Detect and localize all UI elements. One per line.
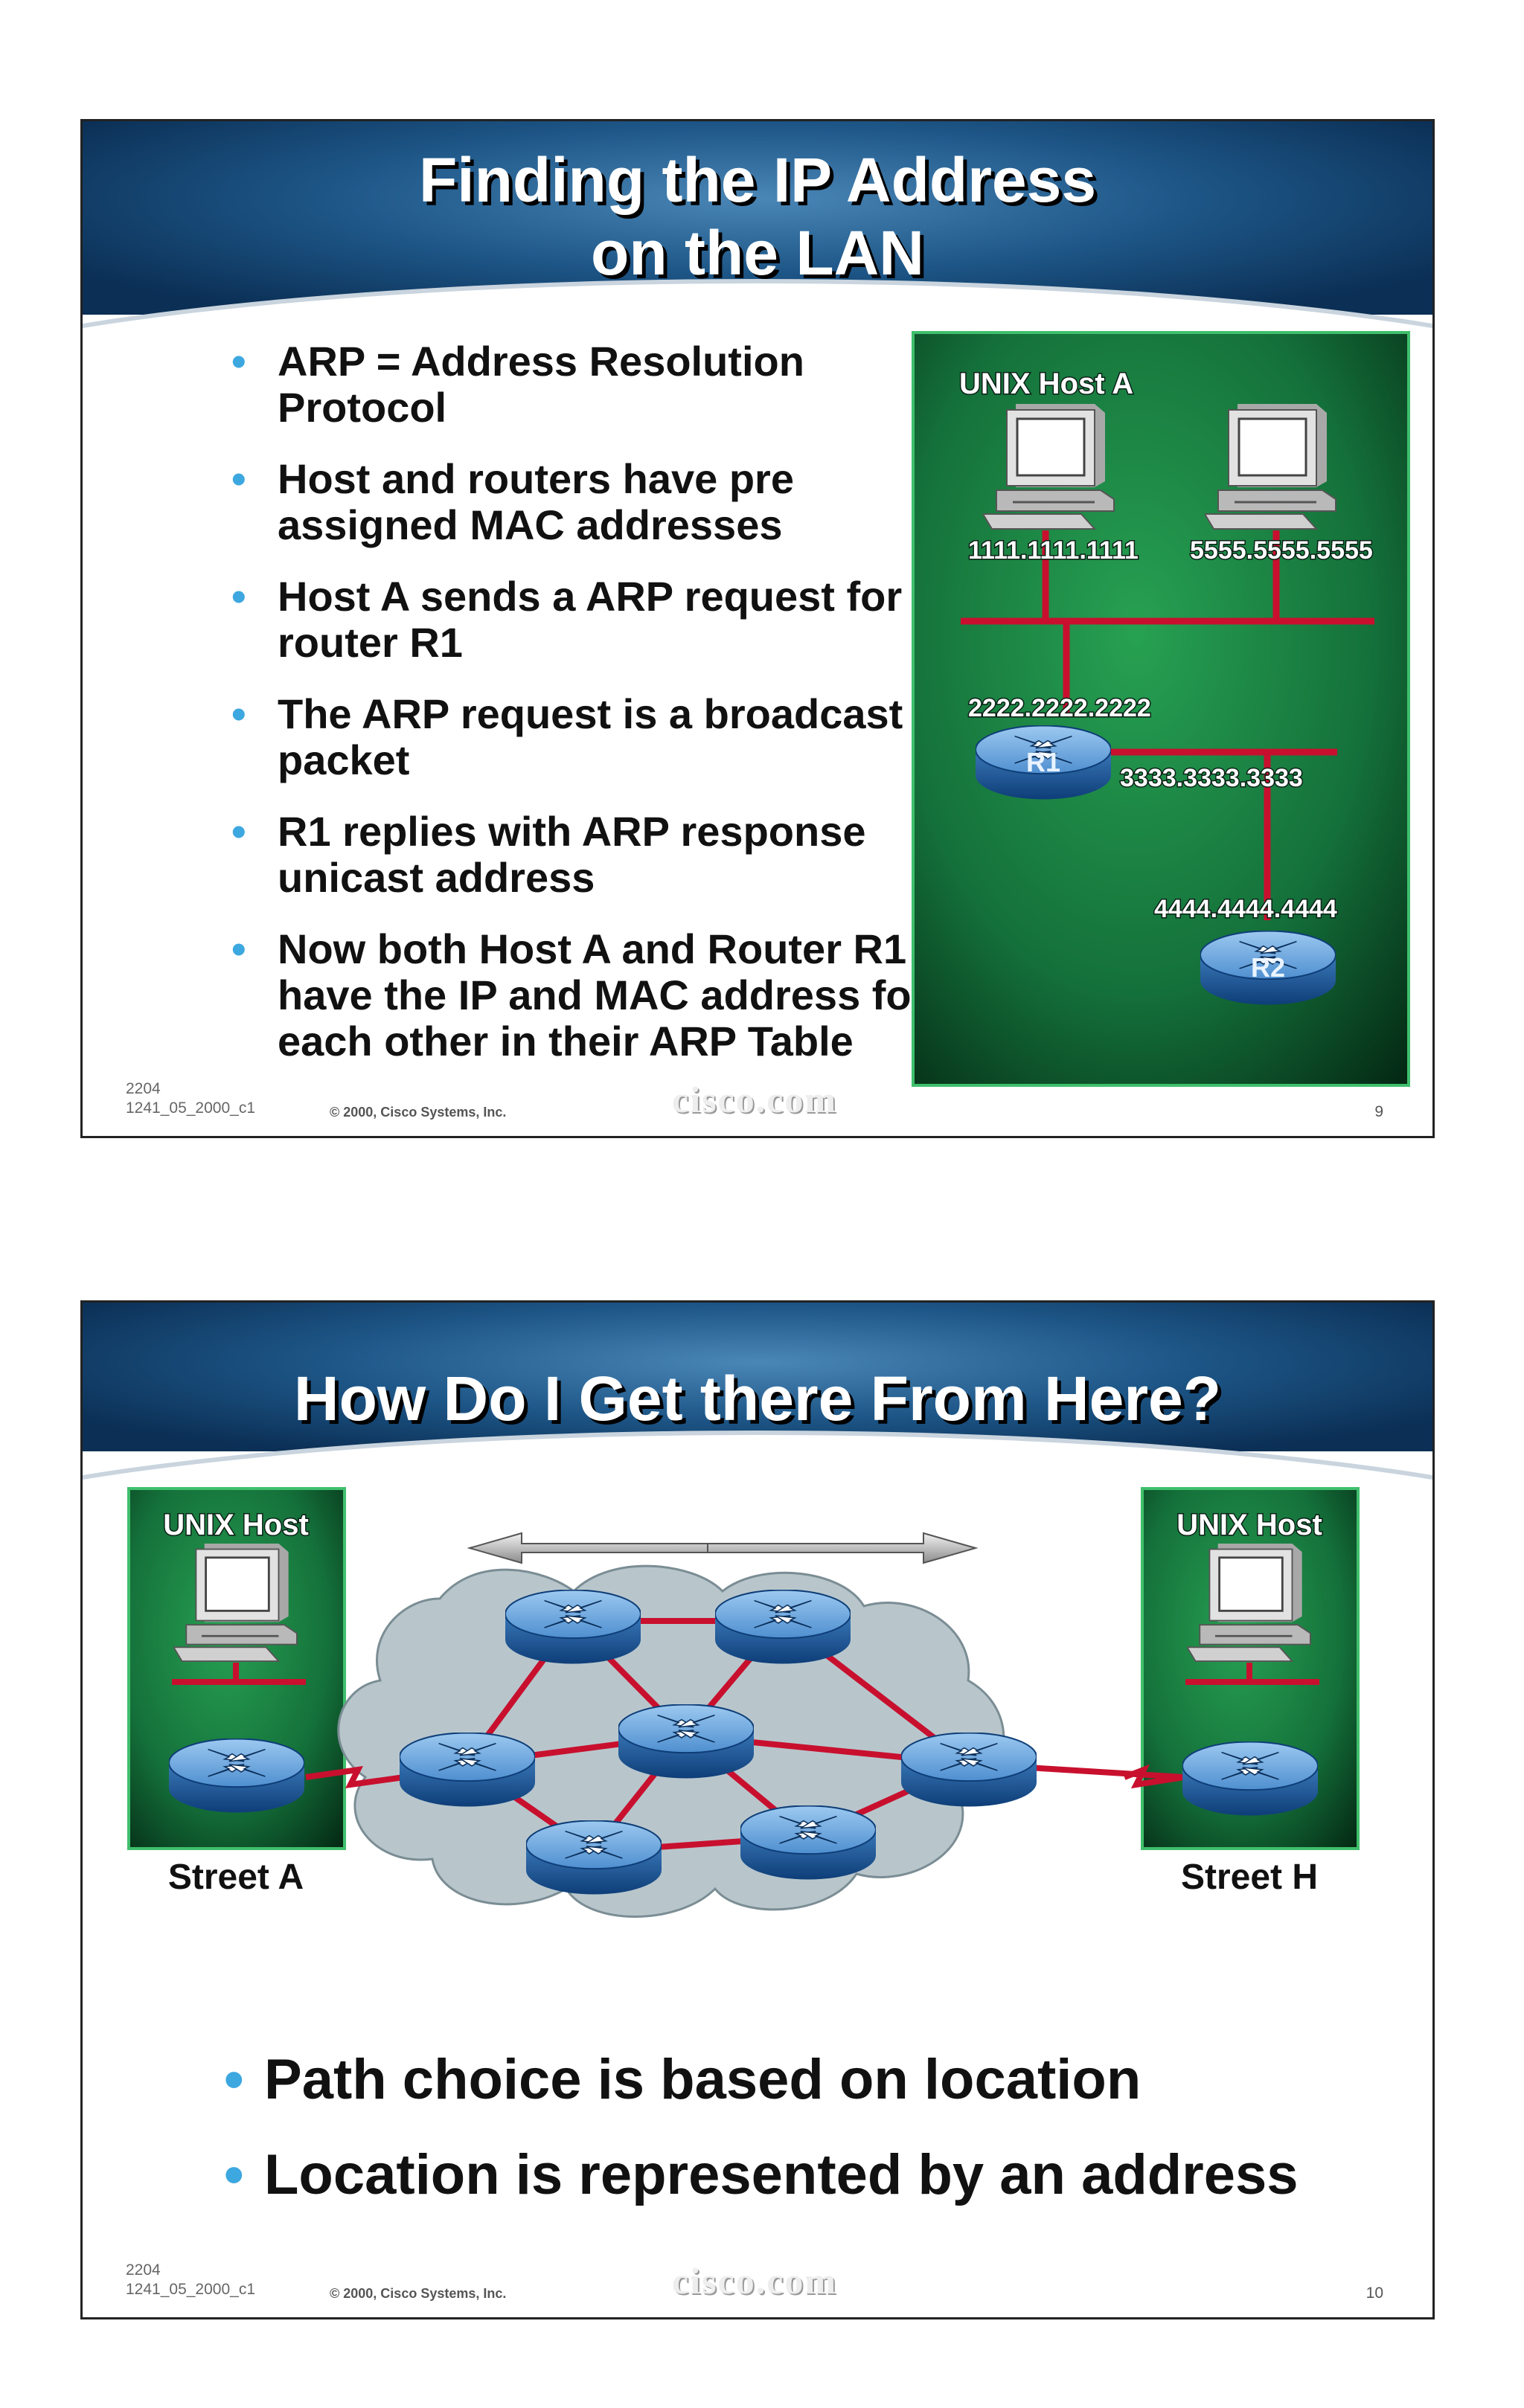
router-icon bbox=[618, 1704, 754, 1779]
mac-r1-wan: 3333.3333.3333 bbox=[1120, 764, 1303, 792]
arp-network-diagram: UNIX Host A 1111.1111.1111 5555.5555.555… bbox=[912, 331, 1410, 1087]
bullet-list: •Path choice is based on location •Locat… bbox=[224, 2046, 1415, 2237]
bullet-icon: • bbox=[231, 338, 246, 385]
router-icon bbox=[526, 1820, 662, 1895]
bullet-item: •Host and routers have pre assigned MAC … bbox=[231, 455, 794, 548]
router-icon bbox=[740, 1805, 876, 1881]
router-icon bbox=[169, 1738, 304, 1814]
bullet-icon: • bbox=[231, 808, 246, 855]
bullet-icon: • bbox=[224, 2048, 244, 2111]
arrow-right-icon bbox=[707, 1532, 979, 1564]
mac-host-b: 5555.5555.5555 bbox=[1190, 536, 1373, 565]
router1-label: R1 bbox=[1026, 747, 1060, 777]
brand-logo: cisco.com bbox=[672, 2260, 838, 2302]
host-label: UNIX Host A bbox=[959, 367, 1133, 400]
slide-arp: Finding the IP Address on the LAN •ARP =… bbox=[80, 119, 1435, 1138]
bullet-item: •Location is represented by an address bbox=[224, 2142, 1415, 2209]
bullet-icon: • bbox=[231, 925, 246, 972]
router-icon bbox=[400, 1733, 535, 1808]
bullet-list: •ARP = Address Resolution Protocol •Host… bbox=[196, 338, 940, 1090]
arrow-left-icon bbox=[467, 1532, 738, 1564]
mac-r2: 4444.4444.4444 bbox=[1154, 895, 1337, 923]
copyright: © 2000, Cisco Systems, Inc. bbox=[330, 2286, 507, 2301]
slide-footer: 2204 1241_05_2000_c1 © 2000, Cisco Syste… bbox=[83, 1076, 1432, 1136]
page-title: How Do I Get there From Here? bbox=[293, 1364, 1222, 1433]
bullet-icon: • bbox=[231, 573, 246, 620]
slide-header: Finding the IP Address on the LAN bbox=[83, 121, 1432, 432]
mac-r1-lan: 2222.2222.2222 bbox=[968, 694, 1151, 722]
mac-host-a: 1111.1111.1111 bbox=[968, 536, 1139, 565]
router2-label: R2 bbox=[1251, 952, 1285, 983]
copyright: © 2000, Cisco Systems, Inc. bbox=[330, 1105, 507, 1120]
router-icon bbox=[715, 1590, 851, 1665]
bullet-item: •R1 replies with ARP response unicast ad… bbox=[231, 808, 866, 901]
slide-footer: 2204 1241_05_2000_c1 © 2000, Cisco Syste… bbox=[83, 2258, 1432, 2317]
bullet-item: •Path choice is based on location bbox=[224, 2046, 1415, 2113]
bullet-icon: • bbox=[231, 455, 246, 502]
slide-routing: How Do I Get there From Here? UNIX Host … bbox=[80, 1300, 1435, 2319]
router-icon bbox=[901, 1733, 1037, 1808]
page-number: 9 bbox=[1374, 1103, 1383, 1120]
router-icon bbox=[1182, 1741, 1318, 1817]
brand-logo: cisco.com bbox=[672, 1079, 838, 1120]
bullet-item: •The ARP request is a broadcast packet bbox=[231, 690, 903, 783]
left-street-label: Street A bbox=[168, 1858, 304, 1897]
bullet-item: •Now both Host A and Router R1 have the … bbox=[231, 925, 928, 1065]
page-number: 10 bbox=[1365, 2285, 1383, 2302]
bullet-icon: • bbox=[224, 2143, 244, 2206]
page-title: Finding the IP Address on the LAN bbox=[418, 145, 1097, 288]
left-host-label: UNIX Host bbox=[163, 1509, 309, 1541]
course-code: 2204 1241_05_2000_c1 bbox=[126, 2261, 256, 2298]
bullet-icon: • bbox=[231, 690, 246, 737]
right-street-label: Street H bbox=[1181, 1858, 1318, 1897]
bullet-item: •Host A sends a ARP request for router R… bbox=[231, 573, 903, 666]
router-icon bbox=[505, 1590, 641, 1665]
course-code: 2204 1241_05_2000_c1 bbox=[126, 1080, 256, 1117]
bullet-item: •ARP = Address Resolution Protocol bbox=[231, 338, 804, 431]
routing-diagram: UNIX Host UNIX Host bbox=[127, 1487, 1360, 1918]
right-host-label: UNIX Host bbox=[1176, 1509, 1322, 1541]
